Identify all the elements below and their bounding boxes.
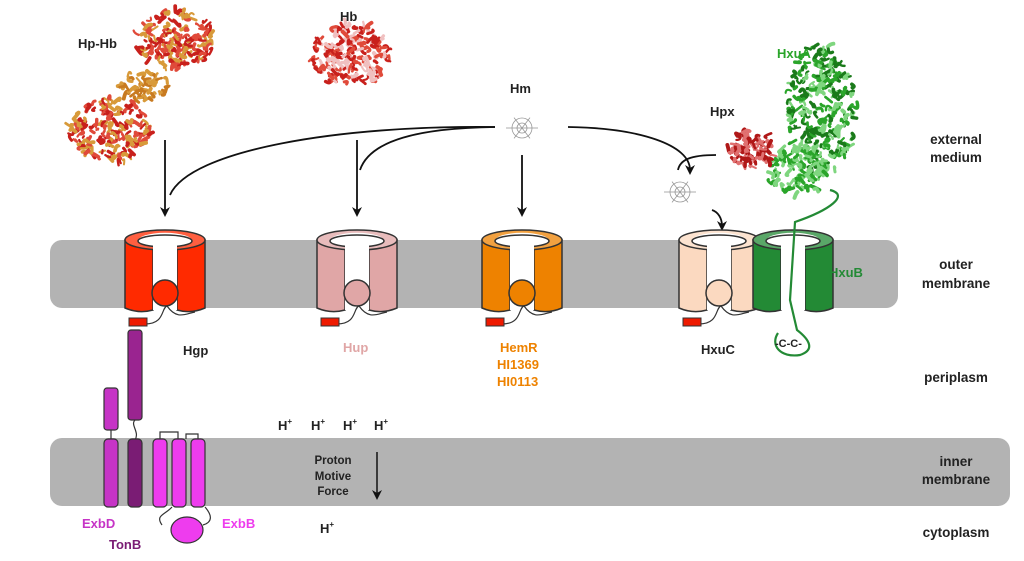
tonb-periplasmic: [127, 329, 143, 421]
exbb-label: ExbB: [222, 516, 255, 531]
hup-receptor: [316, 229, 398, 327]
heme-molecule-released: [664, 181, 696, 203]
hemr-label: HemR: [500, 340, 538, 355]
hxua-label: HxuA: [777, 46, 812, 61]
hup-label: Hup: [343, 340, 368, 355]
ton-complex: [103, 329, 211, 544]
exbb-helix: [171, 438, 187, 508]
tonb-label: TonB: [109, 537, 141, 552]
hi1369-label: HI1369: [497, 357, 539, 372]
ton-box: [128, 317, 148, 327]
transport-arrows: [160, 126, 727, 231]
plug-domain: [343, 279, 371, 307]
tonb-transmembrane: [127, 438, 143, 508]
hm-label: Hm: [510, 81, 531, 96]
hxua-tether: [774, 188, 839, 357]
exbd-periplasmic: [103, 387, 119, 431]
ton-box: [485, 317, 505, 327]
hgp-label: Hgp: [183, 343, 208, 358]
exbd-transmembrane: [103, 438, 119, 508]
hi0113-label: HI0113: [497, 374, 538, 389]
disulfide-label: -C-C-: [775, 338, 802, 350]
heme-molecule: [506, 117, 538, 139]
region-cytoplasm: cytoplasm: [923, 525, 990, 540]
hp-hb-label: Hp-Hb: [78, 36, 117, 51]
hemr-receptor: [481, 229, 563, 327]
ton-box: [682, 317, 702, 327]
proton-label: H+: [311, 417, 325, 433]
exbb-helix: [152, 438, 168, 508]
proton-label: H+: [343, 417, 357, 433]
plug-domain: [151, 279, 179, 307]
exbb-helix: [190, 438, 206, 508]
region-external-2: medium: [930, 150, 982, 165]
hp-hb-structure: [64, 4, 216, 167]
hxuc-receptor: [678, 229, 760, 327]
region-periplasm: periplasm: [924, 370, 988, 385]
ton-box: [320, 317, 340, 327]
hb-structure: [307, 17, 393, 86]
hxub-label: HxuB: [829, 265, 863, 280]
exbd-label: ExbD: [82, 516, 115, 531]
region-external-1: external: [930, 132, 982, 147]
region-outer-membrane-1: outer: [939, 257, 973, 272]
inner-membrane: [50, 438, 1010, 506]
exbb-cytoplasmic-domain: [170, 516, 204, 544]
region-outer-membrane-2: membrane: [922, 276, 991, 291]
hpx-label: Hpx: [710, 104, 735, 119]
pmf-label-2: Motive: [315, 471, 351, 483]
hb-label: Hb: [340, 9, 357, 24]
plug-domain: [705, 279, 733, 307]
plug-domain: [508, 279, 536, 307]
pmf-label-3: Force: [317, 486, 348, 498]
region-inner-membrane-2: membrane: [922, 472, 991, 487]
proton-label: H+: [320, 520, 334, 536]
proton-label: H+: [278, 417, 292, 433]
region-inner-membrane-1: inner: [939, 454, 973, 469]
hxua-hpx-structure: [725, 41, 860, 200]
hxuc-label: HxuC: [701, 342, 736, 357]
hgp-receptor: [124, 229, 206, 327]
proton-label: H+: [374, 417, 388, 433]
pmf-label-1: Proton: [314, 455, 351, 467]
